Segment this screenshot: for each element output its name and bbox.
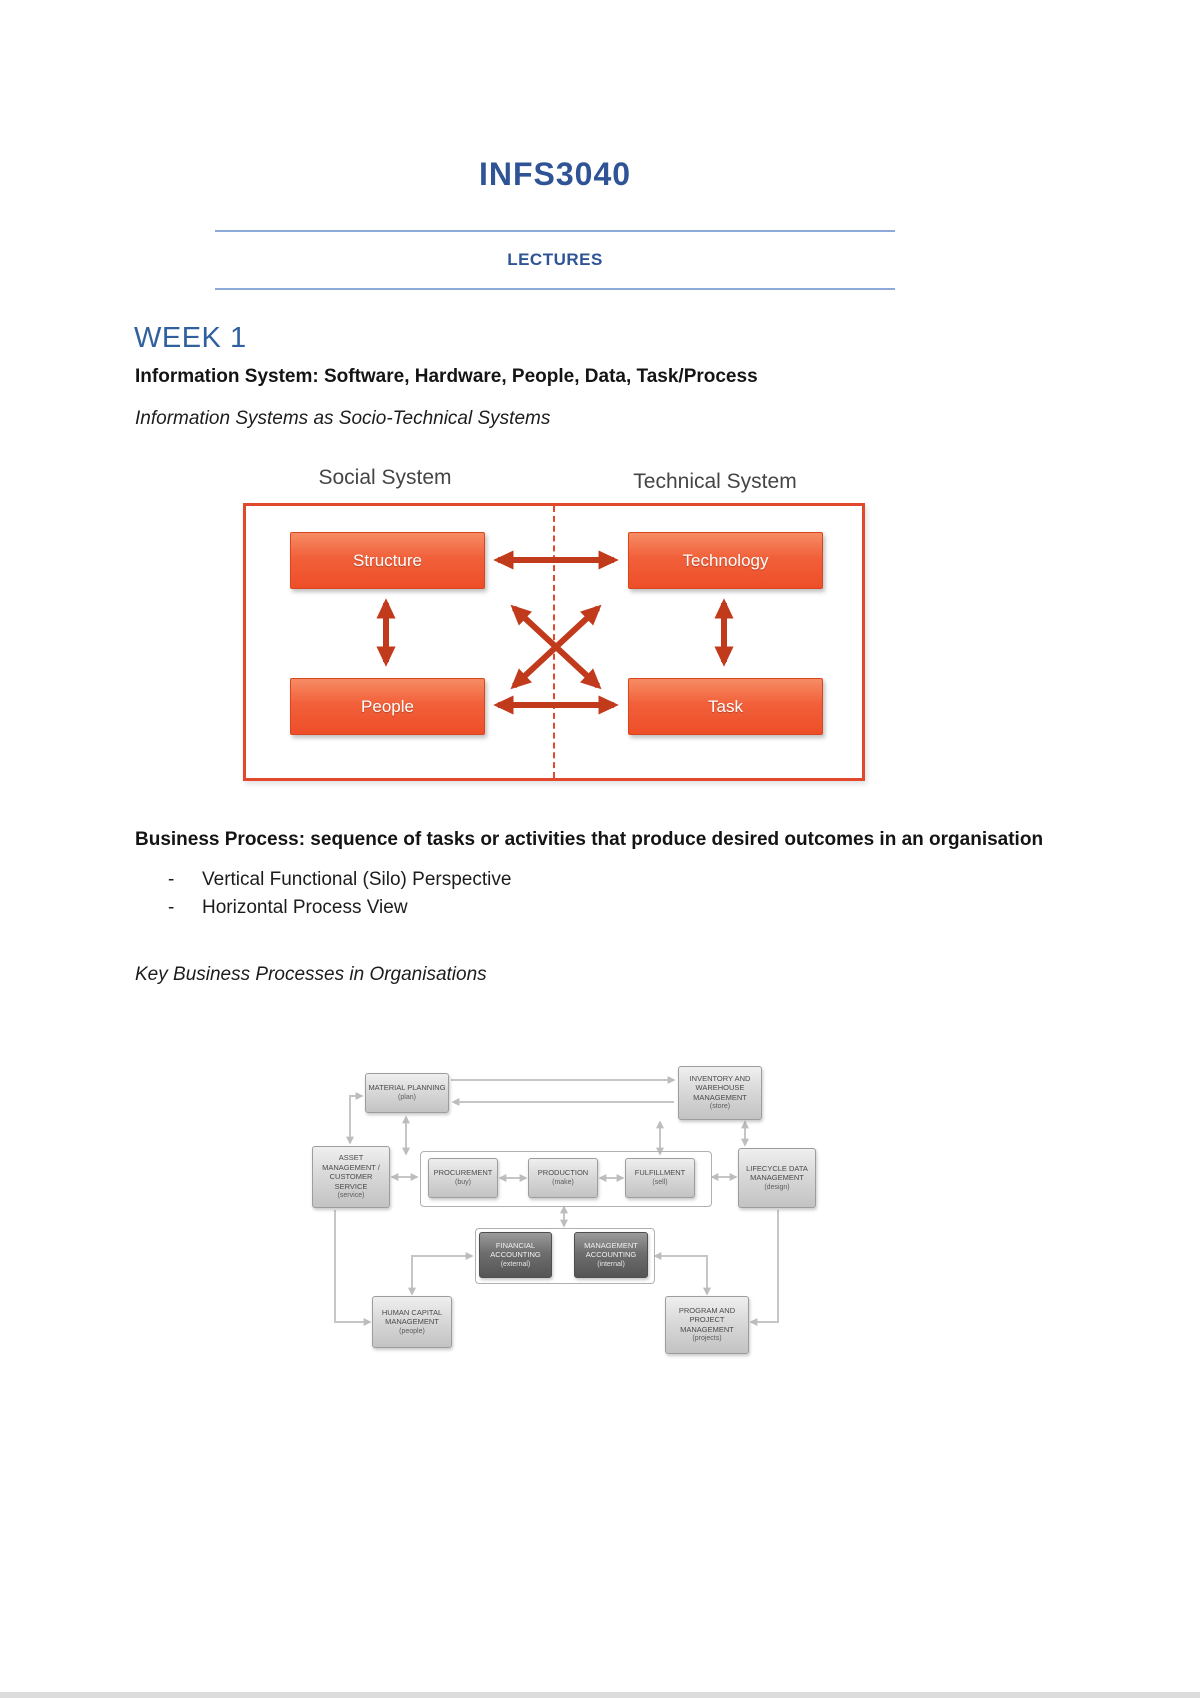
socio-technical-caption: Information Systems as Socio-Technical S…	[135, 408, 551, 429]
process-box-title: INVENTORY AND WAREHOUSE MANAGEMENT	[689, 1074, 751, 1102]
bullet-dash: -	[168, 869, 175, 890]
connector-group	[334, 1076, 779, 1326]
bullet-item: - Horizontal Process View	[168, 894, 511, 922]
process-box-subtitle: (make)	[552, 1178, 574, 1186]
process-box-financial-accounting: FINANCIAL ACCOUNTING (external)	[479, 1232, 552, 1278]
process-box-title: PROGRAM AND PROJECT MANAGEMENT	[678, 1306, 736, 1334]
process-box-fulfillment: FULFILLMENT (sell)	[625, 1158, 695, 1198]
process-box-title: PROCUREMENT	[433, 1168, 493, 1178]
process-box-human-capital: HUMAN CAPITAL MANAGEMENT (people)	[372, 1296, 452, 1348]
process-box-inventory-warehouse: INVENTORY AND WAREHOUSE MANAGEMENT (stor…	[678, 1066, 762, 1120]
process-box-subtitle: (store)	[709, 1103, 731, 1111]
process-box-procurement: PROCUREMENT (buy)	[428, 1158, 498, 1198]
process-box-title: MANAGEMENT ACCOUNTING	[584, 1240, 638, 1260]
process-box-program-project: PROGRAM AND PROJECT MANAGEMENT (projects…	[665, 1296, 749, 1354]
process-box-title: HUMAN CAPITAL MANAGEMENT	[381, 1307, 443, 1327]
people-box: People	[290, 678, 485, 735]
section-label: LECTURES	[507, 250, 603, 269]
connector-accounting-projects	[653, 1252, 711, 1296]
week1-heading: WEEK 1	[134, 322, 247, 354]
process-box-management-accounting: MANAGEMENT ACCOUNTING (internal)	[574, 1232, 648, 1278]
process-box-production: PRODUCTION (make)	[528, 1158, 598, 1198]
bullet-text: Vertical Functional (Silo) Perspective	[202, 869, 512, 890]
process-box-material-planning: MATERIAL PLANNING (plan)	[365, 1073, 449, 1113]
social-system-label: Social System	[318, 466, 452, 489]
process-box-title: FULFILLMENT	[634, 1168, 686, 1178]
connector-design-projects	[749, 1210, 779, 1326]
accounting-outline	[475, 1228, 655, 1284]
technology-box: Technology	[628, 532, 823, 589]
process-box-subtitle: (sell)	[652, 1178, 668, 1186]
business-process-bullets: - Vertical Functional (Silo) Perspective…	[168, 866, 511, 922]
process-box-title: LIFECYCLE DATA MANAGEMENT	[746, 1163, 808, 1183]
connector-service-people	[334, 1210, 372, 1326]
process-box-subtitle: (projects)	[692, 1335, 722, 1343]
key-processes-diagram: MATERIAL PLANNING (plan) INVENTORY AND W…	[300, 1058, 825, 1370]
task-box: Task	[628, 678, 823, 735]
process-box-subtitle: (people)	[399, 1327, 425, 1335]
connector-service-plan	[346, 1092, 364, 1145]
bullet-dash: -	[168, 897, 175, 918]
process-box-subtitle: (service)	[337, 1191, 365, 1199]
page-bottom-edge	[0, 1692, 1200, 1698]
process-box-title: PRODUCTION	[537, 1168, 589, 1178]
business-process-definition: Business Process: sequence of tasks or a…	[135, 829, 1044, 850]
socio-technical-diagram: Social System Technical System Structure…	[240, 460, 872, 792]
process-box-subtitle: (internal)	[597, 1260, 625, 1268]
diagram-dashed-divider	[553, 506, 555, 778]
process-box-subtitle: (design)	[764, 1183, 790, 1191]
process-box-title: ASSET MANAGEMENT / CUSTOMER SERVICE	[322, 1153, 380, 1191]
process-box-subtitle: (external)	[500, 1260, 531, 1268]
structure-box: Structure	[290, 532, 485, 589]
process-box-title: FINANCIAL ACCOUNTING	[490, 1240, 541, 1260]
process-box-subtitle: (plan)	[398, 1093, 416, 1101]
information-system-definition: Information System: Software, Hardware, …	[135, 366, 758, 387]
process-box-title: MATERIAL PLANNING	[368, 1083, 446, 1093]
lectures-band: LECTURES	[215, 230, 895, 290]
process-box-lifecycle-data: LIFECYCLE DATA MANAGEMENT (design)	[738, 1148, 816, 1208]
key-processes-connectors	[334, 1076, 779, 1326]
document-title: INFS3040	[478, 156, 632, 192]
process-box-subtitle: (buy)	[455, 1178, 471, 1186]
connector-people-accounting	[408, 1252, 474, 1296]
technical-system-label: Technical System	[633, 470, 797, 493]
bullet-item: - Vertical Functional (Silo) Perspective	[168, 866, 511, 894]
supply-chain-outline	[420, 1151, 712, 1207]
key-processes-caption: Key Business Processes in Organisations	[135, 964, 487, 985]
process-box-asset-customer-service: ASSET MANAGEMENT / CUSTOMER SERVICE (ser…	[312, 1146, 390, 1208]
bullet-text: Horizontal Process View	[202, 897, 408, 918]
